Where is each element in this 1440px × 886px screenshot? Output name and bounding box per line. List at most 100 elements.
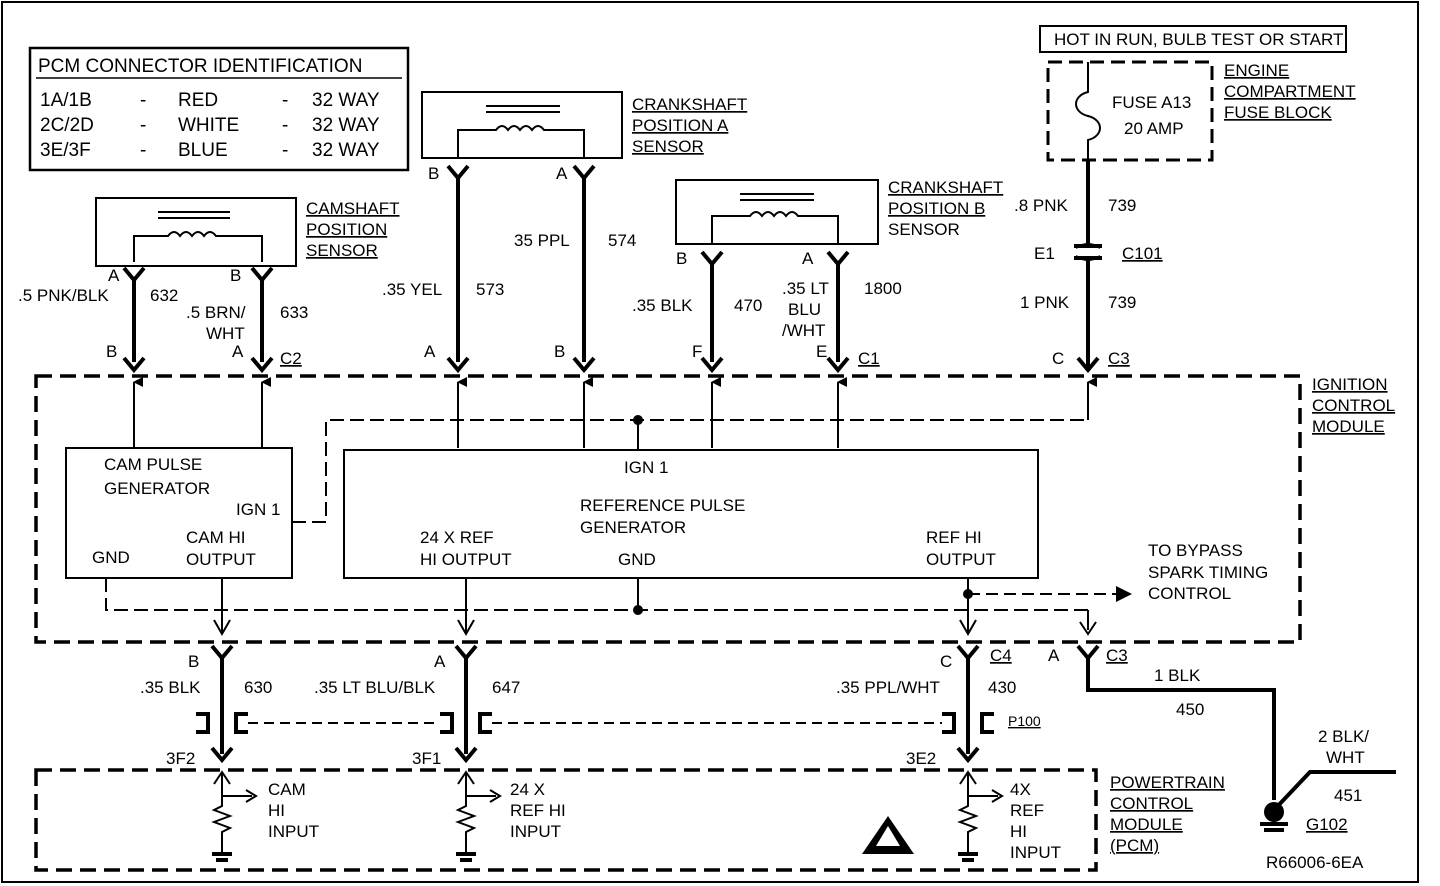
cam-pin-a: A <box>108 266 120 285</box>
fuse-block-line3: FUSE BLOCK <box>1224 103 1332 122</box>
ca-pin-b: B <box>428 164 439 183</box>
wire-630-circuit: 630 <box>244 678 272 697</box>
ref4-input-l2: REF <box>1010 801 1044 820</box>
ref24-input-l1: 24 X <box>510 780 545 799</box>
ref-gen-title2: GENERATOR <box>580 518 686 537</box>
ref-gen-out24a: 24 X REF <box>420 528 494 547</box>
cam-input-l3: INPUT <box>268 822 319 841</box>
icm-line1: IGNITION <box>1312 375 1388 394</box>
pcm-line1: POWERTRAIN <box>1110 773 1225 792</box>
c2-pin-b: B <box>106 342 117 361</box>
crank-b-line1: CRANKSHAFT <box>888 178 1003 197</box>
cam-conn-b <box>250 266 274 284</box>
ref4-input-l4: INPUT <box>1010 843 1061 862</box>
bypass-line3: CONTROL <box>1148 584 1231 603</box>
fuse-block-line1: ENGINE <box>1224 61 1289 80</box>
pcm-pin-3f1: 3F1 <box>412 749 441 768</box>
ref-gen-out24b: HI OUTPUT <box>420 550 512 569</box>
crank-b-sensor <box>675 179 879 245</box>
wire-451-gauge2: WHT <box>1326 748 1365 767</box>
c2-label: C2 <box>280 349 302 368</box>
wire-574-circuit: 574 <box>608 231 636 250</box>
g102-label: G102 <box>1306 815 1348 834</box>
c1-pin-a: A <box>424 342 436 361</box>
pcm-line2: CONTROL <box>1110 794 1193 813</box>
pcm-pin-3e2: 3E2 <box>906 749 936 768</box>
cam-input-l1: CAM <box>268 780 306 799</box>
fuse-rating: 20 AMP <box>1124 119 1184 138</box>
c1-label: C1 <box>858 349 880 368</box>
pcm-ground-symbols <box>212 852 978 862</box>
ref-gen-title1: REFERENCE PULSE <box>580 496 745 515</box>
ref24-input-l3: INPUT <box>510 822 561 841</box>
wire-739a-gauge: .8 PNK <box>1014 196 1069 215</box>
ca-pin-a: A <box>556 164 568 183</box>
bypass-line2: SPARK TIMING <box>1148 563 1268 582</box>
fuse-symbol <box>1075 62 1101 160</box>
pcm-line3: MODULE <box>1110 815 1183 834</box>
fuse-name: FUSE A13 <box>1112 93 1191 112</box>
connector-legend: PCM CONNECTOR IDENTIFICATION 1A/1B - RED… <box>28 46 410 172</box>
wire-647-gauge: .35 LT BLU/BLK <box>314 678 436 697</box>
c3-pin-c: C <box>1052 349 1064 368</box>
figure-id: R66006-6EA <box>1266 853 1364 872</box>
cam-gen-ign: IGN 1 <box>236 500 280 519</box>
legend-dash-1a: - <box>140 90 146 111</box>
legend-title: PCM CONNECTOR IDENTIFICATION <box>38 56 362 77</box>
crank-b-line2: POSITION B <box>888 199 985 218</box>
wire-573-gauge: .35 YEL <box>382 280 442 299</box>
e1-label: E1 <box>1034 244 1055 263</box>
wire-573-circuit: 573 <box>476 280 504 299</box>
wire-1800-gauge3: /WHT <box>782 321 825 340</box>
p100-label: P100 <box>1008 713 1041 729</box>
esd-warning-icon <box>862 816 914 854</box>
c3b-label: C3 <box>1106 646 1128 665</box>
cam-gen-gnd: GND <box>92 548 130 567</box>
legend-conn-2: 2C/2D <box>40 115 94 136</box>
legend-dash-2b: - <box>282 115 288 136</box>
wire-633-circuit: 633 <box>280 303 308 322</box>
icm-line2: CONTROL <box>1312 396 1395 415</box>
legend-ways-1: 32 WAY <box>312 90 380 111</box>
icm-input-arrows <box>133 377 1097 448</box>
pcm-input-circuits <box>211 770 1004 852</box>
wire-630-gauge: .35 BLK <box>140 678 201 697</box>
camshaft-sensor-line1: CAMSHAFT <box>306 199 400 218</box>
hot-label: HOT IN RUN, BULB TEST OR START <box>1054 30 1343 49</box>
legend-dash-3a: - <box>140 140 146 161</box>
c101-label: C101 <box>1122 244 1163 263</box>
c3b-pin-a: A <box>1048 646 1060 665</box>
crank-a-sensor <box>421 91 623 159</box>
c3-label: C3 <box>1108 349 1130 368</box>
ref-gen-ign: IGN 1 <box>624 458 668 477</box>
legend-color-1: RED <box>178 90 218 111</box>
cam-gen-title1: CAM PULSE <box>104 455 202 474</box>
cam-pulse-generator <box>65 447 293 579</box>
pcm-pin-3f2: 3F2 <box>166 749 195 768</box>
wire-647-circuit: 647 <box>492 678 520 697</box>
wire-470-gauge: .35 BLK <box>632 296 693 315</box>
reference-pulse-generator <box>343 449 1039 579</box>
wire-451-gauge1: 2 BLK/ <box>1318 727 1369 746</box>
c2-conn-b <box>122 356 146 374</box>
wire-633-gauge2: WHT <box>206 324 245 343</box>
c1-pin-b: B <box>554 342 565 361</box>
cam-input-l2: HI <box>268 801 285 820</box>
p100-connector <box>196 712 994 734</box>
pcm-line4: (PCM) <box>1110 836 1159 855</box>
cam-gen-out1: CAM HI <box>186 528 246 547</box>
c2-conn-a <box>250 356 274 374</box>
camshaft-sensor-line2: POSITION <box>306 220 387 239</box>
g102-ground-icon <box>1260 802 1288 832</box>
legend-dash-1b: - <box>282 90 288 111</box>
legend-color-2: WHITE <box>178 115 239 136</box>
ref4-input-l3: HI <box>1010 822 1027 841</box>
wire-1800-circuit: 1800 <box>864 279 902 298</box>
cam-gen-title2: GENERATOR <box>104 479 210 498</box>
legend-dash-3b: - <box>282 140 288 161</box>
ref24-input-l2: REF HI <box>510 801 566 820</box>
crank-a-line1: CRANKSHAFT <box>632 95 747 114</box>
ign-bus <box>292 419 1088 523</box>
cam-conn-a <box>122 266 146 284</box>
